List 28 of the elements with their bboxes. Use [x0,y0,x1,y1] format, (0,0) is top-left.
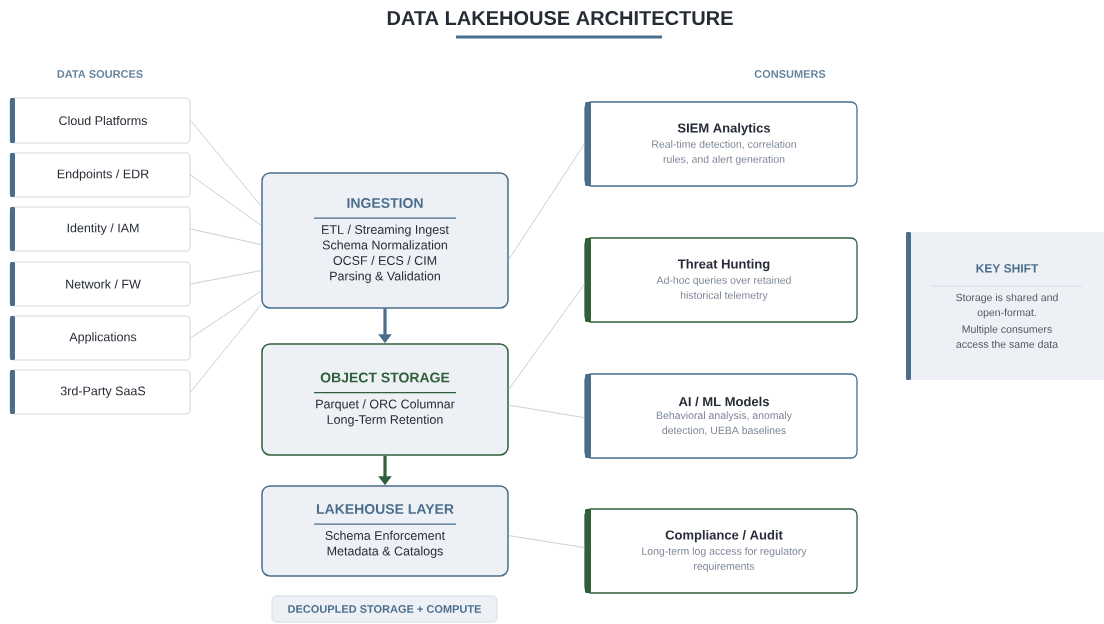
consumer-box: Threat Hunting Ad-hoc queries over retained historical telemetry [584,237,858,323]
connector-line [508,143,585,261]
connector-line [190,290,262,339]
section-heading: DATA SOURCES [57,70,143,78]
connector-line [190,304,262,393]
consumer-box: SIEM Analytics Real-time detection, correlation rules, and alert generation [584,101,858,187]
connector-line [190,228,262,246]
source-box: Network / FW [9,261,191,307]
stage-box: OBJECT STORAGE Parquet / ORC Columnar Long-Term Retention [261,343,509,456]
source-box: 3rd-Party SaaS [9,369,191,415]
source-box: Applications [9,315,191,361]
stage-box: INGESTION ETL / Streaming Ingest Schema Normalization OCSF / ECS / CIM Parsing & Validation [261,172,509,309]
connector-line [508,404,585,419]
section-heading: CONSUMERS [754,70,826,78]
connector-line [190,174,262,226]
connector-line [508,283,585,390]
badge: DECOUPLED STORAGE + COMPUTE [271,595,498,623]
source-box: Identity / IAM [9,206,191,252]
consumer-box: Compliance / Audit Long-term log access for regulatory requirements [584,508,858,594]
connector-line [508,535,585,549]
connector-line [190,270,262,285]
stage-box: LAKEHOUSE LAYER Schema Enforcement Metadata & Catalogs [261,485,509,577]
source-box: Cloud Platforms [9,97,191,144]
note-panel: KEY SHIFT Storage is shared and open-format. Multiple consumers access the same data [906,232,1104,380]
connector-line [190,120,262,207]
consumer-box: AI / ML Models Behavioral analysis, anomaly detection, UEBA baselines [584,373,858,459]
source-box: Endpoints / EDR [9,152,191,198]
title: DATA LAKEHOUSE ARCHITECTURE [387,10,733,26]
